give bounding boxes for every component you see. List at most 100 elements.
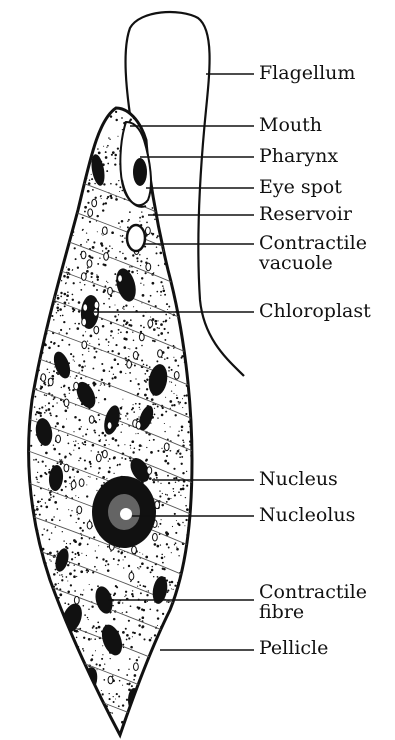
stipple-dot xyxy=(96,111,98,113)
stipple-dot xyxy=(142,554,143,555)
stipple-dot xyxy=(169,189,171,191)
stipple-dot xyxy=(135,718,136,719)
stipple-dot xyxy=(24,511,27,514)
stipple-dot xyxy=(121,241,123,243)
stipple-dot xyxy=(197,553,199,555)
stipple-dot xyxy=(125,415,127,417)
stipple-dot xyxy=(87,701,89,703)
stipple-dot xyxy=(86,232,87,233)
stipple-dot xyxy=(33,575,35,577)
stipple-dot xyxy=(165,677,167,679)
stipple-dot xyxy=(125,373,126,374)
stipple-dot xyxy=(128,637,130,639)
stipple-dot xyxy=(180,495,181,496)
stipple-dot xyxy=(130,319,132,321)
stipple-dot xyxy=(175,665,177,667)
stipple-dot xyxy=(187,261,189,263)
stipple-dot xyxy=(132,332,133,333)
stipple-dot xyxy=(48,408,51,411)
stipple-dot xyxy=(159,722,161,724)
stipple-dot xyxy=(195,234,197,236)
stipple-dot xyxy=(24,491,25,492)
stipple-dot xyxy=(152,207,154,209)
stipple-dot xyxy=(53,141,54,142)
stipple-dot xyxy=(192,253,195,256)
stipple-dot xyxy=(77,166,80,169)
stipple-dot xyxy=(31,668,33,670)
stipple-dot xyxy=(40,475,43,478)
stipple-dot xyxy=(41,406,43,408)
stipple-dot xyxy=(43,677,45,679)
stipple-dot xyxy=(162,694,164,696)
stipple-dot xyxy=(168,169,170,171)
stipple-dot xyxy=(161,220,163,222)
stipple-dot xyxy=(20,646,22,648)
stipple-dot xyxy=(31,179,33,181)
stipple-dot xyxy=(35,238,36,239)
stipple-dot xyxy=(89,121,91,123)
stipple-dot xyxy=(36,235,38,237)
stipple-dot xyxy=(177,582,178,583)
stipple-dot xyxy=(199,451,200,452)
stipple-dot xyxy=(100,733,101,734)
stipple-dot xyxy=(71,135,72,136)
stipple-dot xyxy=(161,414,164,417)
stipple-dot xyxy=(101,363,103,365)
stipple-dot xyxy=(177,365,179,367)
stipple-dot xyxy=(34,692,35,693)
stipple-dot xyxy=(122,704,124,706)
stipple-dot xyxy=(98,721,100,723)
stipple-dot xyxy=(160,291,162,293)
stipple-dot xyxy=(90,335,93,338)
stipple-dot xyxy=(32,371,33,372)
stipple-dot xyxy=(65,167,66,168)
stipple-dot xyxy=(149,477,152,480)
stipple-dot xyxy=(49,469,50,470)
stipple-dot xyxy=(53,181,55,183)
stipple-dot xyxy=(79,628,81,630)
stipple-dot xyxy=(150,571,152,573)
stipple-dot xyxy=(117,550,119,552)
stipple-dot xyxy=(192,181,195,184)
stipple-dot xyxy=(80,731,81,732)
stipple-dot xyxy=(182,108,184,110)
stipple-dot xyxy=(143,708,145,710)
stipple-dot xyxy=(170,735,172,737)
stipple-dot xyxy=(163,637,164,638)
stipple-dot xyxy=(73,575,76,578)
stipple-dot xyxy=(169,212,170,213)
stipple-dot xyxy=(175,257,177,259)
stipple-dot xyxy=(161,734,162,735)
stipple-dot xyxy=(53,665,55,667)
stipple-dot xyxy=(36,581,39,584)
stipple-dot xyxy=(159,206,162,209)
stipple-dot xyxy=(97,705,98,706)
stipple-dot xyxy=(142,216,144,218)
stipple-dot xyxy=(40,387,42,389)
stipple-dot xyxy=(98,435,100,437)
stipple-dot xyxy=(77,514,78,515)
stipple-dot xyxy=(134,674,137,677)
stipple-dot xyxy=(196,701,197,702)
stipple-dot xyxy=(171,622,173,624)
stipple-dot xyxy=(103,668,105,670)
stipple-dot xyxy=(106,281,107,282)
stipple-dot xyxy=(104,434,106,436)
stipple-dot xyxy=(123,346,126,349)
stipple-dot xyxy=(101,233,102,234)
stipple-dot xyxy=(75,717,77,719)
stipple-dot xyxy=(55,706,56,707)
stipple-dot xyxy=(185,166,186,167)
stipple-dot xyxy=(82,435,83,436)
stipple-dot xyxy=(32,701,33,702)
stipple-dot xyxy=(33,374,35,376)
stipple-dot xyxy=(71,207,72,208)
stipple-dot xyxy=(31,304,33,306)
stipple-dot xyxy=(188,276,189,277)
stipple-dot xyxy=(40,415,42,417)
stipple-dot xyxy=(89,343,90,344)
stipple-dot xyxy=(156,360,158,362)
stipple-dot xyxy=(74,565,75,566)
stipple-dot xyxy=(111,366,113,368)
stipple-dot xyxy=(149,608,151,610)
